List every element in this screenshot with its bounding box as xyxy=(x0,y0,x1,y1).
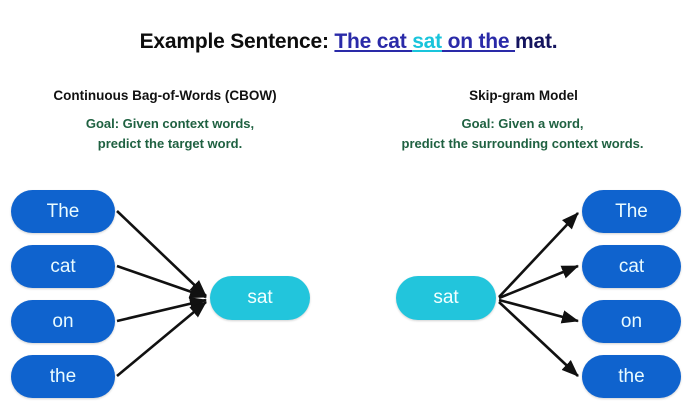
skipgram-context-node-2[interactable]: cat xyxy=(582,245,681,288)
cbow-arrow-the-1 xyxy=(116,210,207,297)
title-label: Example Sentence: xyxy=(139,30,329,53)
skipgram-arrow-on xyxy=(498,298,580,324)
cbow-arrow-cat xyxy=(116,264,207,299)
skipgram-goal-line-2: predict the surrounding context words. xyxy=(401,136,644,152)
cbow-goal-line-1: Goal: Given context words, xyxy=(85,116,255,131)
cbow-arrow-the-2 xyxy=(116,301,207,377)
skipgram-panel-heading: Skip-gram Model xyxy=(469,88,578,103)
title-segment-plain: mat. xyxy=(515,30,558,53)
skipgram-arrow-cat xyxy=(498,264,579,300)
cbow-context-node-4[interactable]: the xyxy=(11,355,115,398)
cbow-arrows xyxy=(116,210,208,377)
cbow-context-node-1[interactable]: The xyxy=(11,190,115,233)
title-segment-context-1: The cat xyxy=(334,30,413,53)
cbow-panel-heading: Continuous Bag-of-Words (CBOW) xyxy=(53,88,277,103)
skipgram-context-node-4[interactable]: the xyxy=(582,355,681,398)
skipgram-arrows xyxy=(498,212,580,377)
cbow-target-node[interactable]: sat xyxy=(210,276,310,320)
skipgram-context-node-3[interactable]: on xyxy=(582,300,681,343)
title-segment-target: sat xyxy=(412,30,442,53)
skipgram-target-node[interactable]: sat xyxy=(396,276,496,320)
skipgram-context-node-1[interactable]: The xyxy=(582,190,681,233)
skipgram-goal-line-1: Goal: Given a word, xyxy=(461,116,584,131)
skipgram-arrow-the-1 xyxy=(498,212,579,298)
cbow-arrow-on xyxy=(116,297,208,323)
title-segment-context-2: on the xyxy=(441,30,516,53)
cbow-panel-goal: Goal: Given context words, predict the t… xyxy=(10,114,330,154)
skipgram-panel-goal: Goal: Given a word, predict the surround… xyxy=(348,114,697,154)
cbow-context-node-3[interactable]: on xyxy=(11,300,115,343)
page-title: Example Sentence: The cat sat on the mat… xyxy=(0,30,697,54)
cbow-goal-line-2: predict the target word. xyxy=(97,136,243,152)
skipgram-arrow-the-2 xyxy=(498,301,579,377)
cbow-context-node-2[interactable]: cat xyxy=(11,245,115,288)
